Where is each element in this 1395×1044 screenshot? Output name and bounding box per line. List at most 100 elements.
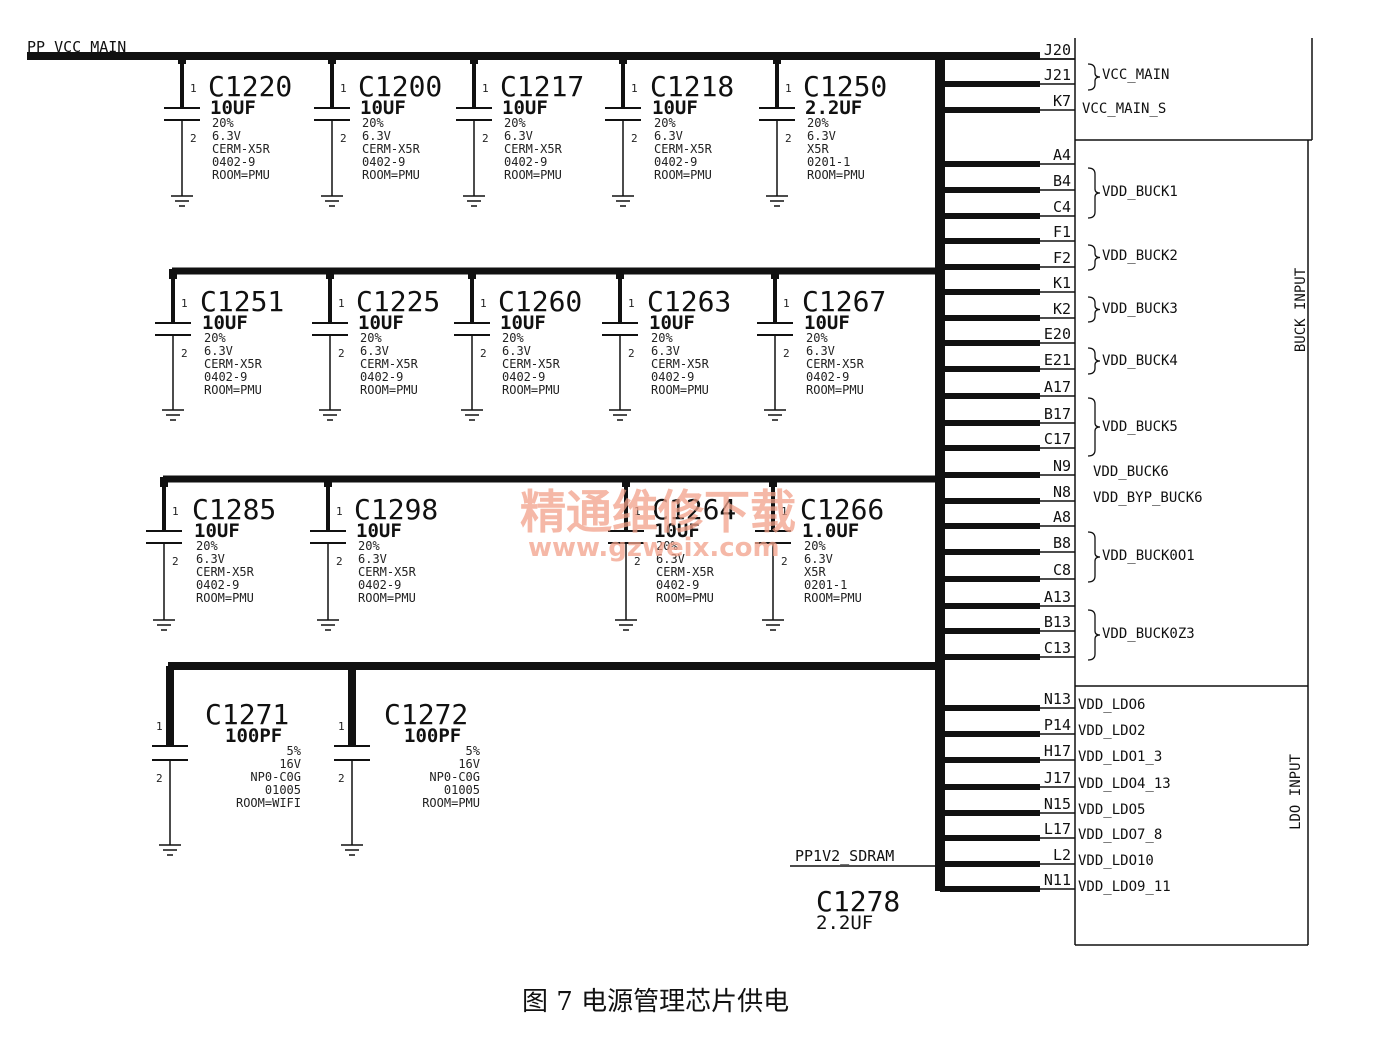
chip-pin-a17: A17 [940, 378, 1075, 399]
chip-pin-b17: B17 [940, 405, 1075, 426]
chip-pin-label: B13 [1044, 613, 1071, 631]
capacitor-spec: ROOM=PMU [422, 796, 480, 810]
watermark-text: 精通维修下载 [520, 485, 796, 539]
chip-pin-label: E21 [1044, 351, 1071, 369]
capacitor-ref: C1285 [192, 493, 276, 526]
cap-pin-1-label: 1 [781, 505, 788, 518]
capacitor-spec: 0201-1 [807, 155, 850, 169]
cap-pin-2-label: 2 [785, 132, 792, 145]
pin-group-label: VDD_BUCK4 [1102, 353, 1178, 369]
chip-pin-label: J17 [1044, 769, 1071, 787]
pin-group-label: VCC_MAIN_S [1082, 101, 1166, 117]
capacitor-spec: ROOM=PMU [504, 168, 562, 182]
cap-pin-2-label: 2 [631, 132, 638, 145]
pin-group-label: VDD_BYP_BUCK6 [1093, 490, 1203, 506]
chip-pin-label: J21 [1044, 66, 1071, 84]
pin-group-vdd-ldo4-13: VDD_LDO4_13 [1078, 776, 1171, 792]
net-label-pp1v2-sdram: PP1V2_SDRAM [795, 847, 894, 865]
capacitor-spec: 16V [458, 757, 480, 771]
chip-pin-label: H17 [1044, 742, 1071, 760]
pin-group-label: VDD_BUCK5 [1102, 419, 1178, 435]
pin-group-label: VDD_BUCK6 [1093, 464, 1169, 480]
chip-pin-e21: E21 [940, 351, 1075, 372]
capacitor-spec: CERM-X5R [362, 142, 421, 156]
section-label-ldo-input: LDO INPUT [1288, 754, 1304, 830]
capacitor-ref: C1218 [650, 70, 734, 103]
chip-pin-j21: J21 [940, 66, 1075, 87]
chip-pin-b4: B4 [940, 172, 1075, 193]
capacitor-spec: 6.3V [806, 344, 835, 358]
chip-pin-j20: J20 [1040, 41, 1075, 60]
capacitor-spec: 20% [654, 116, 676, 130]
chip-pin-b8: B8 [940, 534, 1075, 555]
capacitor-spec: 16V [279, 757, 301, 771]
capacitor-spec: CERM-X5R [212, 142, 271, 156]
pin-group-label: VDD_LDO1_3 [1078, 749, 1162, 765]
chip-pin-column: J20J21K7A4B4C4F1F2K1K2E20E21A17B17C17N9N… [940, 41, 1075, 892]
capacitor-spec: 6.3V [362, 129, 391, 143]
chip-pin-label: N15 [1044, 795, 1071, 813]
capacitor-spec: 6.3V [358, 552, 387, 566]
chip-pin-label: B17 [1044, 405, 1071, 423]
pin-group-label: VDD_LDO5 [1078, 802, 1145, 818]
capacitor-spec: 0402-9 [654, 155, 697, 169]
chip-pin-label: F1 [1053, 223, 1071, 241]
capacitor-spec: 6.3V [654, 129, 683, 143]
capacitor-ref: C1225 [356, 285, 440, 318]
capacitor-spec: 0402-9 [502, 370, 545, 384]
watermark-url: www.gzweix.com [528, 533, 780, 563]
capacitor-spec: 20% [212, 116, 234, 130]
pin-group-label: VCC_MAIN [1102, 67, 1169, 83]
chip-pin-label: K1 [1053, 274, 1071, 292]
cap-pin-2-label: 2 [338, 772, 345, 785]
cap-pin-2-label: 2 [181, 347, 188, 360]
capacitor-spec: 6.3V [204, 344, 233, 358]
cap-pin-2-label: 2 [340, 132, 347, 145]
capacitor-value: 100PF [404, 725, 461, 747]
net-label-pp-vcc-main: PP_VCC_MAIN [27, 38, 126, 56]
capacitor-spec: 6.3V [212, 129, 241, 143]
capacitor-value: 2.2UF [805, 97, 862, 119]
cap-pin-1-label: 1 [338, 720, 345, 733]
chip-pin-c4: C4 [940, 198, 1075, 219]
capacitor-spec: ROOM=PMU [358, 591, 416, 605]
pin-group-vdd-buck0o1: VDD_BUCK0O1 [1087, 531, 1195, 583]
chip-pin-f1: F1 [940, 223, 1075, 244]
pin-group-vcc-main-s: VCC_MAIN_S [1082, 101, 1166, 117]
capacitor-spec: 0402-9 [196, 578, 239, 592]
chip-pin-label: A17 [1044, 378, 1071, 396]
chip-pin-label: L2 [1053, 846, 1071, 864]
capacitor-spec: ROOM=PMU [806, 383, 864, 397]
pin-group-label: VDD_LDO2 [1078, 723, 1145, 739]
capacitor-spec: 0402-9 [651, 370, 694, 384]
cap-pin-2-label: 2 [336, 555, 343, 568]
cap-pin-2-label: 2 [781, 555, 788, 568]
chip-pin-n15: N15 [940, 795, 1075, 816]
section-label-buck-input: BUCK INPUT [1293, 267, 1309, 352]
pin-group-label: VDD_BUCK1 [1102, 184, 1178, 200]
chip-pin-label: A8 [1053, 508, 1071, 526]
capacitor-value: 10UF [210, 97, 256, 119]
chip-pin-f2: F2 [940, 249, 1075, 270]
cap-pin-2-label: 2 [628, 347, 635, 360]
capacitor-spec: X5R [804, 565, 826, 579]
capacitor-spec: ROOM=PMU [656, 591, 714, 605]
capacitor-spec: 0402-9 [358, 578, 401, 592]
chip-pin-k2: K2 [940, 300, 1075, 321]
pin-group-label: VDD_LDO7_8 [1078, 827, 1162, 843]
capacitor-spec: CERM-X5R [806, 357, 865, 371]
capacitor-spec: CERM-X5R [196, 565, 255, 579]
capacitor-spec: ROOM=PMU [807, 168, 865, 182]
pin-group-vdd-byp-buck6: VDD_BYP_BUCK6 [1093, 490, 1203, 506]
chip-pin-label: C13 [1044, 639, 1071, 657]
pin-group-vdd-buck1: VDD_BUCK1 [1087, 167, 1178, 219]
capacitor-spec: 01005 [444, 783, 480, 797]
chip-pin-n8: N8 [940, 483, 1075, 504]
capacitor-value-c1278: 2.2UF [816, 912, 873, 934]
chip-pin-l2: L2 [940, 846, 1075, 867]
